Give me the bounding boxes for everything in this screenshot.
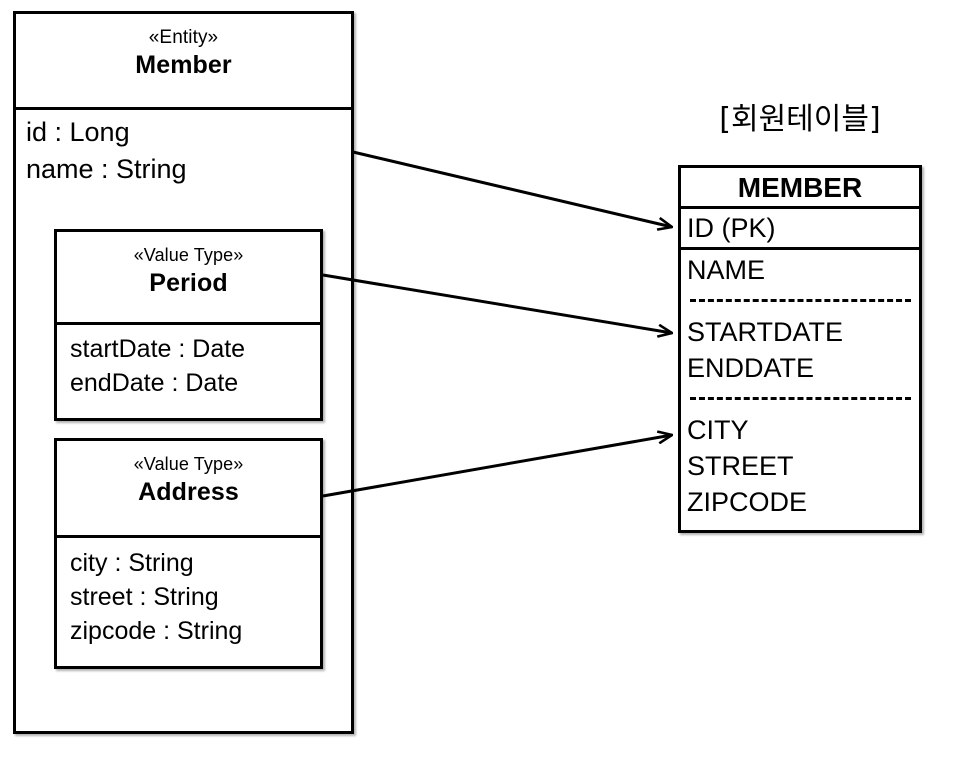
db-table-title: MEMBER (681, 168, 919, 209)
member-entity-divider (16, 107, 351, 110)
address-attribute-city: city : String (70, 549, 194, 577)
address-attribute-zipcode: zipcode : String (70, 617, 243, 645)
period-header: «Value Type» Period (57, 232, 320, 322)
connector-address-to-columns (322, 435, 672, 498)
db-column-name: NAME (687, 255, 766, 285)
db-column-group-period: STARTDATE ENDDATE (681, 312, 919, 386)
db-group-separator-1 (690, 299, 911, 302)
address-name: Address (138, 478, 239, 506)
period-value-type-box[interactable]: «Value Type» Period startDate : Date end… (54, 229, 323, 421)
member-attribute-id: id : Long (26, 117, 130, 147)
connector-member-to-id (352, 150, 672, 227)
member-entity-stereotype: «Entity» (148, 27, 219, 48)
period-name: Period (149, 269, 228, 297)
period-divider (57, 322, 320, 325)
address-attribute-street: street : String (70, 583, 219, 611)
db-column-group-address: CITY STREET ZIPCODE (681, 410, 919, 520)
address-divider (57, 535, 320, 538)
member-entity-attributes: id : Long name : String (16, 110, 351, 194)
db-column-enddate: ENDDATE (687, 353, 815, 383)
connector-period-to-dates (322, 273, 672, 333)
db-table-member[interactable]: MEMBER ID (PK) NAME STARTDATE ENDDATE CI… (678, 165, 922, 533)
db-column-zipcode: ZIPCODE (687, 487, 808, 517)
db-column-startdate: STARTDATE (687, 317, 844, 347)
db-column-street: STREET (687, 451, 794, 481)
db-group-separator-2 (690, 397, 911, 400)
member-entity-header: «Entity» Member (16, 14, 351, 107)
period-attributes: startDate : Date endDate : Date (57, 325, 320, 406)
db-column-group-name: NAME (681, 250, 919, 288)
db-column-city: CITY (687, 415, 749, 445)
db-column-id-pk: ID (PK) (681, 209, 919, 250)
address-value-type-box[interactable]: «Value Type» Address city : String stree… (54, 438, 323, 669)
period-attribute-enddate: endDate : Date (70, 369, 239, 397)
period-stereotype: «Value Type» (133, 245, 244, 265)
address-stereotype: «Value Type» (133, 454, 244, 474)
db-table-caption: [회원테이블] (719, 102, 881, 137)
address-header: «Value Type» Address (57, 441, 320, 535)
address-attributes: city : String street : String zipcode : … (57, 538, 320, 654)
member-entity-name: Member (135, 51, 232, 79)
period-attribute-startdate: startDate : Date (70, 335, 246, 363)
member-attribute-name: name : String (26, 154, 187, 184)
